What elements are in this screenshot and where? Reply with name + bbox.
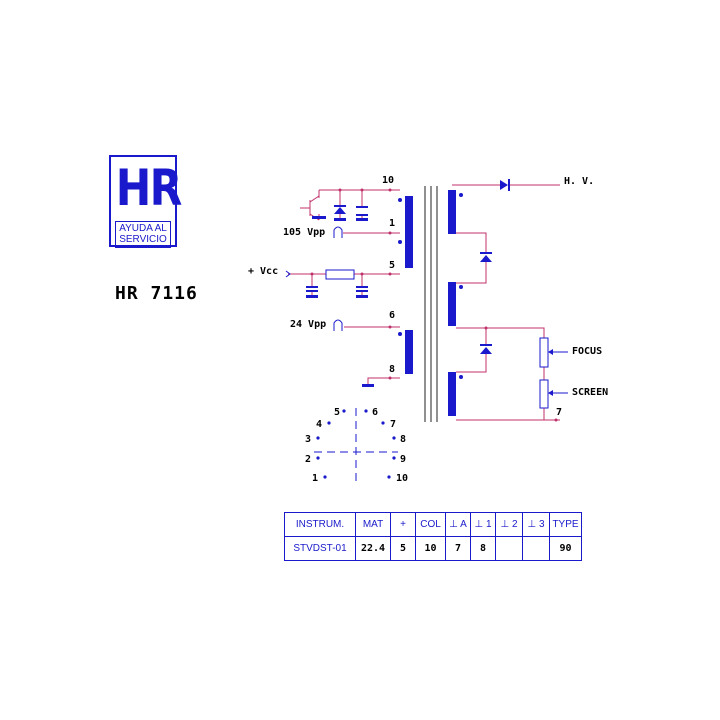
spec-value-row: STVDST-01 22.4 5 10 7 8 90 — [284, 536, 582, 561]
logo-line-1: AYUDA AL — [119, 223, 167, 234]
connector-pin-1: 1 — [312, 473, 318, 484]
screen-label: SCREEN — [572, 387, 608, 398]
connector-pin-8: 8 — [400, 434, 406, 445]
header-mat: MAT — [355, 512, 391, 537]
header-gnd-3: ⊥ 3 — [522, 512, 550, 537]
connector-pin-6: 6 — [372, 407, 378, 418]
vcc-label: + Vcc — [248, 266, 278, 277]
value-gnd-1: 8 — [470, 536, 496, 561]
pin-8-label: 8 — [389, 364, 395, 375]
header-gnd-2: ⊥ 2 — [495, 512, 523, 537]
model-number: HR 7116 — [115, 283, 198, 304]
value-mat: 22.4 — [355, 536, 391, 561]
pin-1-label: 1 — [389, 218, 395, 229]
connector-pin-4: 4 — [316, 419, 322, 430]
spec-table: INSTRUM. MAT + COL ⊥ A ⊥ 1 ⊥ 2 ⊥ 3 TYPE … — [284, 512, 582, 561]
value-gnd-a: 7 — [445, 536, 471, 561]
header-type: TYPE — [549, 512, 582, 537]
value-gnd-3 — [522, 536, 550, 561]
connector-pin-2: 2 — [305, 454, 311, 465]
pin-6-label: 6 — [389, 310, 395, 321]
vpp-24-label: 24 Vpp — [290, 319, 326, 330]
header-col: COL — [415, 512, 446, 537]
connector-pin-5: 5 — [334, 407, 340, 418]
header-gnd-a: ⊥ A — [445, 512, 471, 537]
hr-logo: HR AYUDA AL SERVICIO — [109, 155, 182, 248]
spec-header-row: INSTRUM. MAT + COL ⊥ A ⊥ 1 ⊥ 2 ⊥ 3 TYPE — [284, 512, 582, 537]
connector-pin-7: 7 — [390, 419, 396, 430]
pin-7-label: 7 — [556, 407, 562, 418]
pin-5-label: 5 — [389, 260, 395, 271]
header-gnd-1: ⊥ 1 — [470, 512, 496, 537]
connector-pin-9: 9 — [400, 454, 406, 465]
hv-label: H. V. — [564, 176, 594, 187]
value-plus: 5 — [390, 536, 416, 561]
header-instrum: INSTRUM. — [284, 512, 356, 537]
header-plus: + — [390, 512, 416, 537]
connector-pin-10: 10 — [396, 473, 408, 484]
value-type: 90 — [549, 536, 582, 561]
connector-pin-3: 3 — [305, 434, 311, 445]
logo-subtitle: AYUDA AL SERVICIO — [115, 221, 171, 248]
value-instrum: STVDST-01 — [284, 536, 356, 561]
pin-10-label: 10 — [382, 175, 394, 186]
focus-label: FOCUS — [572, 346, 602, 357]
value-gnd-2 — [495, 536, 523, 561]
vpp-105-label: 105 Vpp — [283, 227, 325, 238]
value-col: 10 — [415, 536, 446, 561]
logo-line-2: SERVICIO — [119, 234, 167, 245]
